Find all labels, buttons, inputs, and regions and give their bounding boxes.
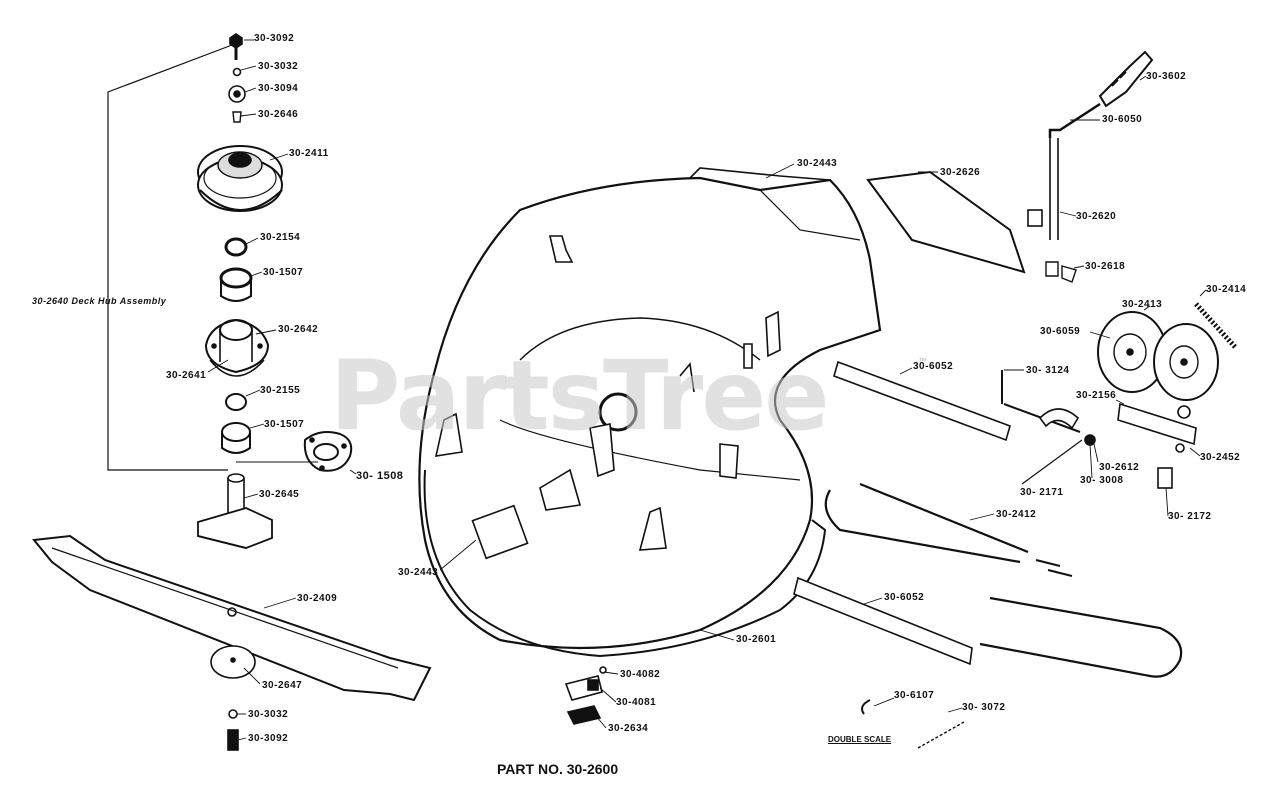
label-30-3094: 30-3094 bbox=[258, 83, 299, 94]
label-30-3032-bottom: 30-3032 bbox=[248, 709, 289, 720]
washer-30-3032-top bbox=[232, 67, 242, 77]
label-30-6107: 30-6107 bbox=[894, 690, 935, 701]
leader-lines bbox=[207, 39, 1207, 741]
label-30-3032-top: 30-3032 bbox=[258, 61, 299, 72]
spring-30-2414 bbox=[1194, 302, 1238, 350]
blade-washer-30-2647 bbox=[210, 645, 256, 679]
handle-30-3602 bbox=[1098, 50, 1154, 108]
key-30-2646 bbox=[232, 111, 242, 123]
bushing-30-2172 bbox=[1157, 467, 1173, 489]
clip-30-6107 bbox=[861, 699, 871, 715]
label-30-2626: 30-2626 bbox=[940, 167, 981, 178]
bolt-30-3072 bbox=[917, 721, 965, 749]
bearing-30-1507-bottom bbox=[221, 422, 251, 454]
label-30-2411: 30-2411 bbox=[289, 148, 329, 159]
label-30-2641: 30-2641 bbox=[166, 370, 207, 381]
label-30-3092-bottom: 30-3092 bbox=[248, 733, 289, 744]
belt-30-2412 bbox=[824, 482, 1183, 678]
label-30-3602: 30-3602 bbox=[1146, 71, 1187, 82]
blade-30-2409 bbox=[32, 534, 432, 702]
label-30-4082: 30-4082 bbox=[620, 669, 661, 680]
label-30-2620: 30-2620 bbox=[1076, 211, 1117, 222]
label-30-1507-bottom: 30-1507 bbox=[264, 419, 305, 430]
label-30-2647: 30-2647 bbox=[262, 680, 303, 691]
nut-30-2612 bbox=[1084, 434, 1096, 446]
screw-30-4082 bbox=[599, 666, 607, 674]
bolt-30-3092-top bbox=[229, 33, 243, 60]
label-30-2413: 30-2413 bbox=[1122, 299, 1163, 310]
label-30-2155: 30-2155 bbox=[260, 385, 301, 396]
label-30-2154: 30-2154 bbox=[260, 232, 301, 243]
spacer-30-2154 bbox=[224, 237, 248, 257]
part-number-caption: PART NO. 30-2600 bbox=[497, 761, 619, 777]
bar-30-6052-top bbox=[833, 360, 1011, 442]
label-30-1508: 30- 1508 bbox=[356, 470, 404, 482]
rod-30-2620 bbox=[1049, 138, 1059, 240]
label-30-3072: 30- 3072 bbox=[962, 702, 1006, 713]
spacer-30-2155 bbox=[225, 393, 247, 411]
rod-30-6050 bbox=[1048, 102, 1101, 138]
housing-30-2642 bbox=[204, 318, 270, 377]
label-30-6059: 30-6059 bbox=[1040, 326, 1081, 337]
assembly-bracket-line bbox=[107, 44, 233, 471]
label-30-2618: 30-2618 bbox=[1085, 261, 1126, 272]
bar-30-6052-bottom bbox=[793, 576, 973, 666]
label-30-6052-top: 30-6052 bbox=[913, 361, 954, 372]
label-30-2612: 30-2612 bbox=[1099, 462, 1140, 473]
plate-30-2626 bbox=[866, 170, 1026, 274]
label-30-6050: 30-6050 bbox=[1102, 114, 1143, 125]
label-deck-hub-assembly: 30-2640 Deck Hub Assembly bbox=[32, 296, 166, 307]
mower-deck-30-2601 bbox=[418, 167, 882, 658]
label-30-2645: 30-2645 bbox=[259, 489, 300, 500]
bolt-30-3092-bottom bbox=[227, 729, 239, 751]
label-30-2452: 30-2452 bbox=[1200, 452, 1241, 463]
label-30-1507-top: 30-1507 bbox=[263, 267, 304, 278]
assembly-label-text: 30-2640 Deck Hub Assembly bbox=[32, 296, 167, 306]
label-30-3092-top: 30-3092 bbox=[254, 33, 295, 44]
flange-30-1508 bbox=[303, 431, 353, 472]
watermark: PartsTree bbox=[330, 340, 829, 452]
label-30-4081: 30-4081 bbox=[616, 697, 657, 708]
link-30-2171 bbox=[1021, 439, 1083, 485]
label-30-2409: 30-2409 bbox=[297, 593, 338, 604]
label-30-2414: 30-2414 bbox=[1206, 284, 1247, 295]
label-30-3008: 30- 3008 bbox=[1080, 475, 1124, 486]
spindle-30-2645 bbox=[197, 473, 273, 549]
bracket-30-2618 bbox=[1061, 265, 1077, 283]
label-30-2156: 30-2156 bbox=[1076, 390, 1117, 401]
label-30-2601: 30-2601 bbox=[736, 634, 777, 645]
label-30-2642: 30-2642 bbox=[278, 324, 319, 335]
label-30-2412: 30-2412 bbox=[996, 509, 1037, 520]
double-scale-note: DOUBLE SCALE bbox=[828, 735, 892, 744]
pulley-30-2411 bbox=[197, 145, 283, 212]
washer-30-3032-bottom bbox=[228, 709, 238, 719]
label-30-2443-top: 30-2443 bbox=[797, 158, 838, 169]
washer-30-3094 bbox=[228, 85, 246, 103]
rod-30-3124 bbox=[1001, 370, 1081, 433]
pulleys-30-2413 bbox=[1097, 311, 1219, 401]
label-30-2443-bottom: 30-2443 bbox=[398, 567, 439, 578]
idler-arm-30-2158 bbox=[1117, 402, 1197, 446]
label-30-2634: 30-2634 bbox=[608, 723, 649, 734]
plate-30-2634 bbox=[566, 705, 602, 725]
label-30-3124: 30- 3124 bbox=[1026, 365, 1070, 376]
label-30-6052-bottom: 30-6052 bbox=[884, 592, 925, 603]
bearing-30-1507-top bbox=[219, 267, 253, 302]
bracket-30-4081 bbox=[564, 675, 603, 701]
label-30-2172: 30- 2172 bbox=[1168, 511, 1212, 522]
watermark-trademark: ™ bbox=[918, 356, 927, 366]
label-30-2171: 30- 2171 bbox=[1020, 487, 1064, 498]
label-30-2646: 30-2646 bbox=[258, 109, 299, 120]
